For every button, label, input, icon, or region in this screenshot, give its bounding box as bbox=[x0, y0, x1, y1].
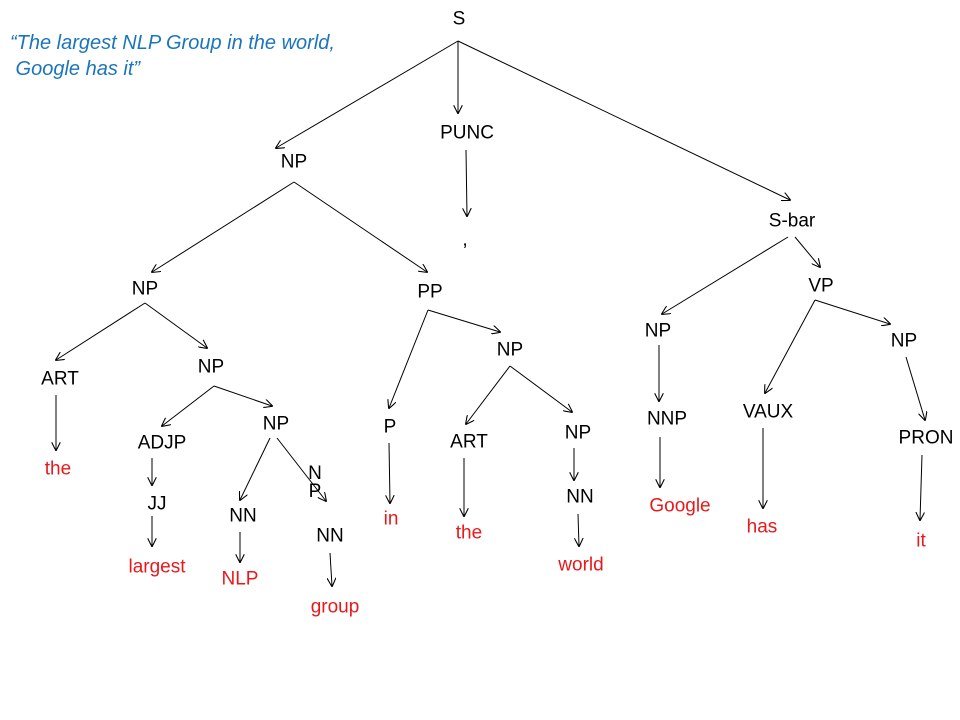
tree-node-adjp: ADJP bbox=[138, 433, 187, 454]
tree-edges bbox=[56, 40, 925, 586]
caption-line-1: “The largest NLP Group in the world, bbox=[10, 32, 335, 54]
tree-node-np-nlp-group: NP bbox=[263, 414, 289, 435]
tree-node-np-world: NP bbox=[565, 423, 591, 444]
word-node-word-the-1: the bbox=[45, 459, 71, 480]
tree-node-np-inner: NP bbox=[198, 357, 224, 378]
edge-s-to-sbar bbox=[457, 40, 790, 200]
edge-pp-to-p bbox=[389, 309, 429, 408]
edge-sbar-to-vp bbox=[794, 236, 820, 267]
tree-node-pron: PRON bbox=[899, 428, 954, 449]
tree-node-vaux: VAUX bbox=[743, 402, 794, 423]
tree-node-nnp: NNP bbox=[647, 409, 687, 430]
word-node-word-the-2: the bbox=[456, 523, 482, 544]
edge-vp-to-vaux bbox=[765, 299, 816, 393]
tree-node-np-subject: NP bbox=[281, 152, 307, 173]
edge-pron-to-word-it bbox=[920, 454, 922, 520]
tree-node-np-it: NP bbox=[891, 331, 917, 352]
edge-np-nlp-group-to-np-group bbox=[276, 437, 326, 501]
word-node-word-google: Google bbox=[649, 496, 710, 517]
word-node-word-in: in bbox=[384, 509, 399, 530]
tree-node-s: S bbox=[453, 9, 466, 30]
word-node-word-it: it bbox=[916, 531, 926, 552]
word-node-word-world: world bbox=[557, 555, 603, 576]
word-node-word-largest: largest bbox=[128, 557, 186, 578]
tree-node-comma: , bbox=[462, 230, 467, 251]
tree-node-np-left: NP bbox=[132, 279, 158, 300]
edge-np-inner-to-np-nlp-group bbox=[213, 385, 272, 406]
edge-pp-to-np-pp bbox=[427, 309, 500, 332]
tree-node-vp: VP bbox=[808, 276, 833, 297]
edge-np-inner-to-adjp bbox=[162, 385, 215, 426]
edge-punc-to-comma bbox=[466, 149, 467, 216]
edge-np-it-to-pron bbox=[905, 356, 925, 420]
edge-np-subject-to-pp bbox=[293, 181, 427, 272]
edge-sbar-to-np-google bbox=[662, 236, 789, 314]
edge-np-left-to-art-1 bbox=[56, 302, 146, 360]
edge-np-nlp-group-to-nn-nlp bbox=[240, 437, 271, 500]
tree-node-art-2: ART bbox=[450, 432, 488, 453]
edge-np-subject-to-np-left bbox=[152, 181, 295, 272]
edge-p-to-word-in bbox=[389, 442, 390, 503]
tree-node-pp: PP bbox=[417, 282, 442, 303]
tree-node-jj: JJ bbox=[148, 494, 167, 515]
edge-s-to-np-subject bbox=[276, 40, 459, 148]
word-node-word-group: group bbox=[311, 597, 360, 618]
tree-node-nn-world: NN bbox=[566, 487, 593, 508]
edge-nn-group-to-word-group bbox=[330, 552, 332, 586]
caption-line-2: Google has it” bbox=[10, 58, 141, 80]
tree-node-nn-nlp: NN bbox=[229, 506, 256, 527]
tree-node-np-pp: NP bbox=[497, 340, 523, 361]
tree-node-nn-group: NN bbox=[316, 526, 343, 547]
edge-np-pp-to-art-2 bbox=[466, 365, 511, 424]
tree-node-punc: PUNC bbox=[440, 123, 494, 144]
edge-vp-to-np-it bbox=[814, 299, 890, 324]
caption: “The largest NLP Group in the world, Goo… bbox=[10, 30, 335, 82]
tree-node-sbar: S-bar bbox=[769, 211, 816, 232]
word-node-word-nlp: NLP bbox=[222, 569, 259, 590]
word-node-word-has: has bbox=[747, 517, 778, 538]
tree-node-np-google: NP bbox=[645, 321, 671, 342]
edge-np-pp-to-np-world bbox=[509, 365, 572, 412]
tree-node-art-1: ART bbox=[41, 369, 79, 390]
tree-node-p: P bbox=[384, 417, 397, 438]
edge-nn-world-to-word-world bbox=[578, 513, 579, 546]
edge-np-left-to-np-inner bbox=[144, 302, 207, 348]
